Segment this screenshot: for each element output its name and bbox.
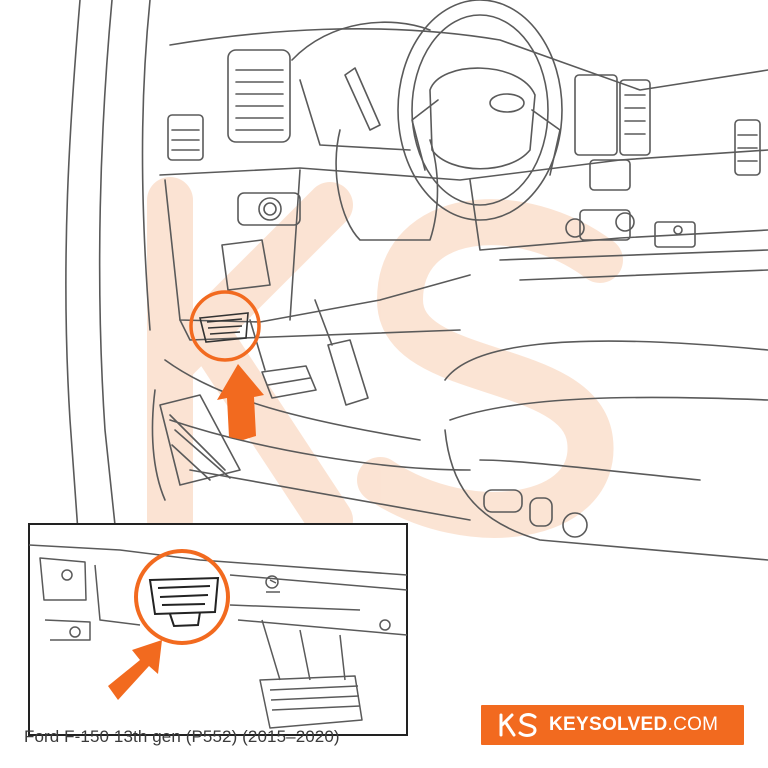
- inset-arrow-up-right-icon: [108, 640, 162, 700]
- obd-port-main: [199, 312, 249, 343]
- keysolved-brand-badge: KEYSOLVED.COM: [481, 705, 744, 745]
- truck-interior-drawing: [65, 0, 768, 561]
- brand-name-bold: KEYSOLVED: [549, 714, 668, 735]
- highlight-circle-main: [189, 290, 261, 362]
- highlight-circle-inset: [134, 549, 230, 645]
- inset-detail: [28, 523, 408, 736]
- vehicle-caption: Ford F-150 13th gen (P552) (2015–2020): [24, 727, 340, 746]
- brand-name-domain: .COM: [667, 714, 719, 735]
- arrow-up-right-icon: [217, 364, 264, 440]
- keysolved-brand-name: KEYSOLVED.COM: [549, 714, 718, 736]
- keysolved-logo-icon: [499, 713, 537, 737]
